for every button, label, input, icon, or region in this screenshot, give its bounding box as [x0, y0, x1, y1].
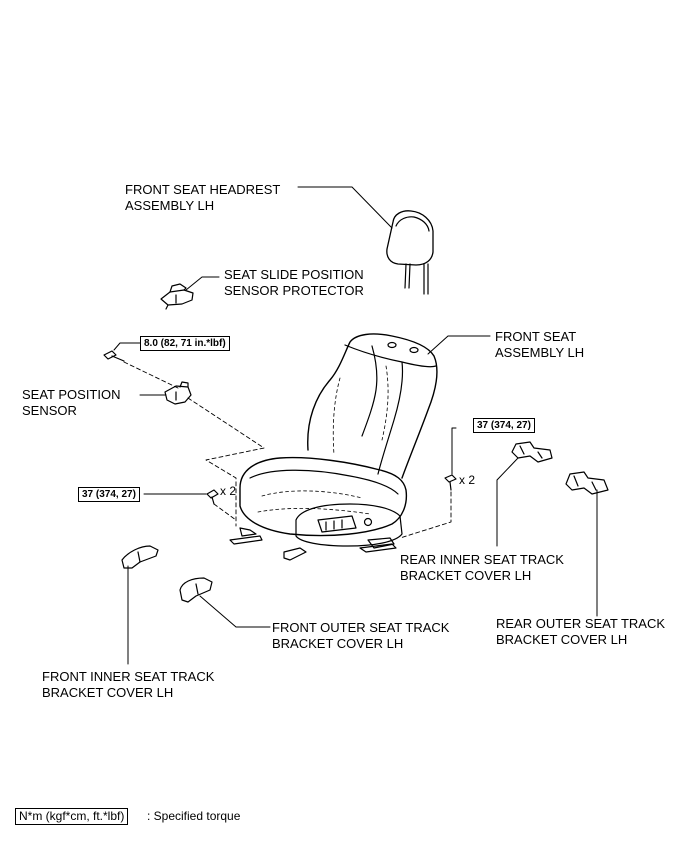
rear-outer-cover-label: REAR OUTER SEAT TRACK BRACKET COVER LH: [496, 616, 665, 648]
rear-bolts-quantity: x 2: [459, 473, 476, 487]
front-inner-cover-part: [121, 545, 159, 569]
front-outer-cover-label-line2: BRACKET COVER LH: [272, 636, 404, 651]
front-outer-cover-label-line1: FRONT OUTER SEAT TRACK: [272, 620, 450, 635]
headrest-label-line1: FRONT SEAT HEADREST: [125, 182, 281, 197]
headrest-label-line2: ASSEMBLY LH: [125, 198, 215, 213]
front-bolts-torque-box: 37 (374, 27): [78, 487, 140, 502]
front-outer-cover-part: [179, 577, 213, 603]
front-bolt-graphic: [206, 489, 219, 505]
position-sensor-label-line1: SEAT POSITION: [22, 387, 121, 402]
headrest-part: [386, 210, 434, 295]
slide-sensor-protector-part: [160, 283, 194, 310]
seat-assembly-label-line2: ASSEMBLY LH: [495, 345, 585, 360]
position-sensor-label: SEAT POSITION SENSOR: [22, 387, 120, 419]
rear-inner-cover-part: [511, 441, 553, 463]
leader-lines: [113, 186, 598, 665]
front-inner-cover-label-line2: BRACKET COVER LH: [42, 685, 174, 700]
position-sensor-label-line2: SENSOR: [22, 403, 77, 418]
rear-outer-cover-part: [565, 471, 609, 495]
legend-description: : Specified torque: [147, 809, 241, 823]
front-inner-cover-label-line1: FRONT INNER SEAT TRACK: [42, 669, 215, 684]
front-inner-cover-label: FRONT INNER SEAT TRACK BRACKET COVER LH: [42, 669, 214, 701]
rear-bolts-torque-box: 37 (374, 27): [473, 418, 535, 433]
rear-inner-cover-label-line2: BRACKET COVER LH: [400, 568, 532, 583]
sensor-bolt-torque-box: 8.0 (82, 71 in.*lbf): [140, 336, 230, 351]
slide-protector-label: SEAT SLIDE POSITION SENSOR PROTECTOR: [224, 267, 364, 299]
seat-assembly-label-line1: FRONT SEAT: [495, 329, 577, 344]
rear-outer-cover-label-line2: BRACKET COVER LH: [496, 632, 628, 647]
front-bolts-quantity: x 2: [220, 484, 237, 498]
slide-protector-label-line1: SEAT SLIDE POSITION: [224, 267, 364, 282]
front-seat-assembly-part: [229, 333, 438, 561]
front-outer-cover-label: FRONT OUTER SEAT TRACK BRACKET COVER LH: [272, 620, 449, 652]
rear-inner-cover-label-line1: REAR INNER SEAT TRACK: [400, 552, 564, 567]
installation-dashed-lines: [123, 361, 452, 539]
rear-inner-cover-label: REAR INNER SEAT TRACK BRACKET COVER LH: [400, 552, 564, 584]
headrest-label: FRONT SEAT HEADREST ASSEMBLY LH: [125, 182, 280, 214]
legend-torque-unit-box: N*m (kgf*cm, ft.*lbf): [15, 808, 129, 825]
rear-outer-cover-label-line1: REAR OUTER SEAT TRACK: [496, 616, 666, 631]
seat-assembly-label: FRONT SEAT ASSEMBLY LH: [495, 329, 584, 361]
rear-bolt-graphic: [444, 474, 457, 491]
slide-protector-label-line2: SENSOR PROTECTOR: [224, 283, 364, 298]
